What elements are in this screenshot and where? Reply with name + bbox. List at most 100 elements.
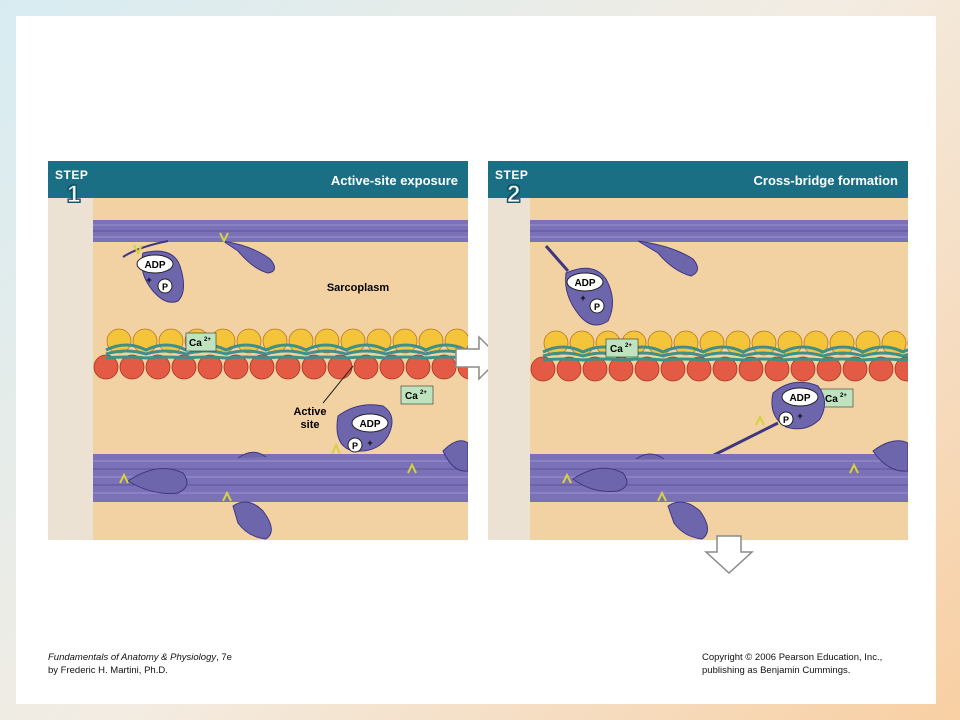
active-site-label-line2: site: [301, 419, 320, 431]
actin-bead: [842, 356, 868, 382]
down-arrow-icon: [704, 535, 754, 575]
actin-bead: [171, 354, 197, 380]
svg-text:P: P: [594, 302, 600, 312]
actin-bead: [660, 356, 686, 382]
svg-text:Ca: Ca: [610, 344, 623, 355]
copyright-line2: publishing as Benjamin Cummings.: [702, 665, 851, 676]
myosin-head: [127, 468, 188, 494]
svg-text:Ca: Ca: [825, 394, 838, 405]
actin-bead: [673, 330, 699, 356]
actin-bead: [634, 356, 660, 382]
tropomyosin-strand: [105, 355, 468, 360]
actin-bead: [379, 354, 405, 380]
svg-text:Ca: Ca: [189, 338, 202, 349]
svg-text:+: +: [580, 293, 585, 303]
step-1-panel: STEP 1 Active-site exposure: [48, 161, 468, 540]
actin-bead: [712, 356, 738, 382]
book-credit: Fundamentals of Anatomy & Physiology, 7e…: [48, 651, 232, 677]
svg-text:ADP: ADP: [574, 278, 595, 289]
myosin-head: [667, 501, 708, 540]
thick-filament-top: [530, 220, 908, 242]
step-1-header: STEP 1 Active-site exposure: [48, 161, 468, 207]
tropomyosin-strand: [542, 357, 908, 362]
step-2-illustration: ADP P + Ca 2+ Ca 2+ ADP P +: [530, 198, 908, 540]
myosin-head-adp-lower: [331, 404, 393, 455]
calcium-label: Ca 2+: [820, 388, 854, 408]
thick-filament-top: [93, 220, 468, 242]
myosin-head-adp: [133, 244, 184, 303]
step-1-illustration: ADP P + Sarcoplasm Ca 2+ Ca 2+ Active si…: [93, 198, 468, 540]
book-title: Fundamentals of Anatomy & Physiology: [48, 652, 217, 663]
actin-bead: [829, 330, 855, 356]
actin-bead: [236, 328, 262, 354]
book-edition: , 7e: [216, 652, 232, 663]
svg-text:2+: 2+: [420, 390, 427, 396]
calcium-label: Ca 2+: [605, 338, 639, 358]
sarcoplasm-label: Sarcoplasm: [327, 282, 390, 294]
svg-text:Ca: Ca: [405, 391, 418, 402]
myosin-head: [232, 501, 272, 540]
actin-bead: [223, 354, 249, 380]
actin-bead: [158, 328, 184, 354]
actin-bead: [93, 354, 119, 380]
svg-text:2+: 2+: [840, 393, 847, 399]
phosphate-label: P: [162, 282, 168, 292]
svg-text:2+: 2+: [625, 343, 632, 349]
step-number: 1: [66, 181, 81, 208]
actin-bead: [530, 356, 556, 382]
actin-bead: [894, 356, 908, 382]
actin-bead: [868, 356, 894, 382]
actin-bead: [790, 356, 816, 382]
step-2-panel: STEP 2 Cross-bridge formation ADP P: [488, 161, 908, 540]
thin-filament: [530, 330, 908, 382]
actin-bead: [119, 354, 145, 380]
actin-bead: [275, 354, 301, 380]
actin-bead: [249, 354, 275, 380]
myosin-head: [637, 240, 698, 277]
svg-text:ADP: ADP: [359, 419, 380, 430]
actin-bead: [145, 354, 171, 380]
step-word: STEP: [495, 168, 529, 182]
svg-text:ADP: ADP: [789, 393, 810, 404]
actin-bead: [353, 354, 379, 380]
myosin-head: [442, 440, 468, 472]
tropomyosin-strand: [105, 349, 468, 356]
step-word: STEP: [55, 168, 89, 182]
myosin-head: [872, 440, 908, 472]
svg-text:+: +: [797, 411, 802, 421]
active-site-label-line1: Active: [293, 406, 326, 418]
step-2-header: STEP 2 Cross-bridge formation: [488, 161, 908, 207]
book-author: by Frederic H. Martini, Ph.D.: [48, 665, 168, 676]
actin-bead: [392, 328, 418, 354]
step-title: Cross-bridge formation: [753, 173, 898, 188]
active-site-pointer: [322, 365, 354, 404]
plus-sign: +: [146, 275, 151, 285]
tropomyosin-strand: [105, 343, 468, 352]
myosin-head: [572, 467, 628, 492]
actin-bead: [686, 356, 712, 382]
myosin-head: [222, 240, 275, 274]
calcium-label: Ca 2+: [400, 385, 434, 405]
svg-text:P: P: [352, 441, 358, 451]
actin-bead: [816, 356, 842, 382]
actin-bead: [314, 328, 340, 354]
actin-bead: [301, 354, 327, 380]
actin-bead: [764, 356, 790, 382]
actin-bead: [751, 330, 777, 356]
copyright-notice: Copyright © 2006 Pearson Education, Inc.…: [702, 651, 882, 677]
actin-bead: [738, 356, 764, 382]
step-number: 2: [506, 181, 521, 208]
myosin-head-attached: [565, 267, 613, 326]
step-title: Active-site exposure: [330, 173, 458, 188]
myosin-head-attached-lower: [771, 381, 825, 430]
slide: STEP 1 Active-site exposure: [16, 16, 936, 704]
actin-bead: [405, 354, 431, 380]
copyright-line1: Copyright © 2006 Pearson Education, Inc.…: [702, 652, 883, 663]
svg-text:2+: 2+: [204, 337, 211, 343]
actin-bead: [197, 354, 223, 380]
actin-bead: [556, 356, 582, 382]
svg-text:+: +: [367, 438, 372, 448]
svg-text:P: P: [783, 415, 789, 425]
adp-label: ADP: [144, 260, 165, 271]
actin-bead: [582, 356, 608, 382]
